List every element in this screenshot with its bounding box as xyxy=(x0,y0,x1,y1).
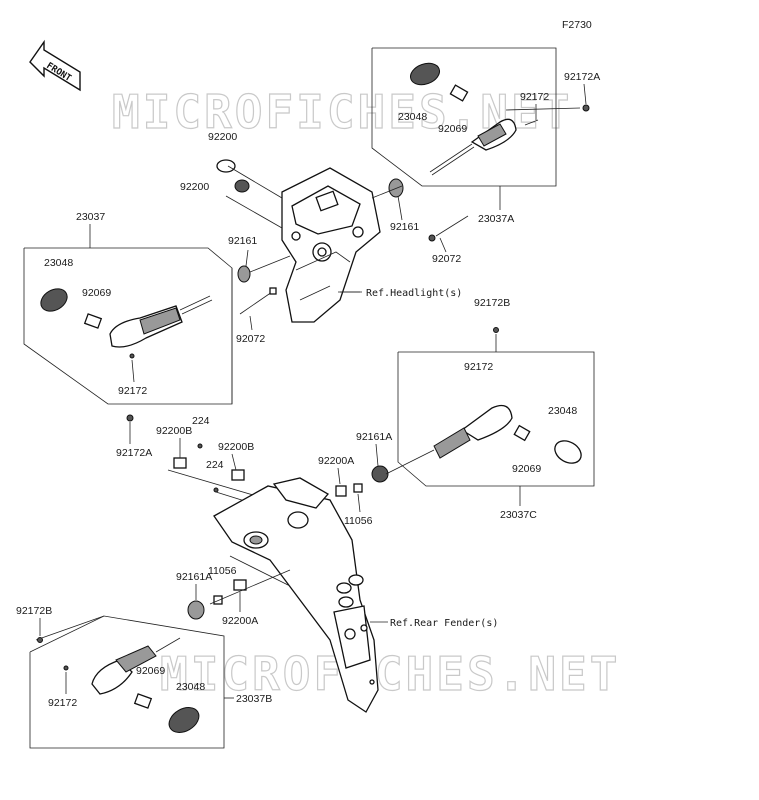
housing-lr xyxy=(91,659,133,695)
label-92172A-bot: 92172A xyxy=(116,447,152,459)
label-23048-lr: 23048 xyxy=(176,681,205,693)
washer-92200-a xyxy=(216,159,236,173)
label-11056-l: 11056 xyxy=(208,565,237,577)
lens-23048-lr xyxy=(168,707,200,733)
label-23048-lf: 23048 xyxy=(44,257,73,269)
nut-11056-r xyxy=(353,483,363,493)
ref-rear-fender: Ref.Rear Fender(s) xyxy=(390,618,498,629)
label-23037B: 23037B xyxy=(236,693,272,705)
label-23037: 23037 xyxy=(76,211,105,223)
housing-rr xyxy=(460,404,513,441)
grommet-92161-l xyxy=(237,265,251,283)
bulb-92069-rf xyxy=(449,84,469,102)
bulb-92069-rr xyxy=(513,424,531,442)
label-11056-r: 11056 xyxy=(344,515,373,527)
label-92200-b: 92200 xyxy=(180,181,209,193)
screw-92172B-r xyxy=(493,327,499,333)
group-23037C xyxy=(371,327,595,487)
ref-headlight: Ref.Headlight(s) xyxy=(366,288,462,299)
figure-code: F2730 xyxy=(562,19,592,31)
label-23048-rf: 23048 xyxy=(398,111,427,123)
label-92172B-l: 92172B xyxy=(16,605,52,617)
clip-92200B-b xyxy=(231,469,245,481)
label-92172-rf: 92172 xyxy=(520,91,549,103)
group-23037A xyxy=(371,47,590,187)
label-23037C: 23037C xyxy=(500,509,537,521)
label-92200A-l: 92200A xyxy=(222,615,258,627)
nut-224-a xyxy=(197,443,203,449)
label-92069-rf: 92069 xyxy=(438,123,467,135)
harness-92072-r xyxy=(435,215,469,237)
nut-11056-l xyxy=(213,595,223,605)
clip-92200B-a xyxy=(173,457,187,469)
label-92200A-r: 92200A xyxy=(318,455,354,467)
label-23037A: 23037A xyxy=(478,213,514,225)
bulb-92069-lr xyxy=(133,693,153,709)
label-92072-l: 92072 xyxy=(236,333,265,345)
washer-92200-b xyxy=(234,179,250,193)
label-92161-r: 92161 xyxy=(390,221,419,233)
label-92069-rr: 92069 xyxy=(512,463,541,475)
lens-23048-lf xyxy=(40,288,68,312)
grommet-92161A-r xyxy=(371,465,389,483)
clip-92200A-r xyxy=(335,485,347,497)
label-224-b: 224 xyxy=(206,459,224,471)
screw-92172B-l xyxy=(37,637,43,643)
nut-224-b xyxy=(213,487,219,493)
group-23037B xyxy=(29,615,225,749)
bulb-92069-lf xyxy=(83,313,103,329)
label-92069-lr: 92069 xyxy=(136,665,165,677)
watermark-bottom: MICROFICHES.NET xyxy=(160,647,620,701)
headlight-bracket xyxy=(281,167,381,323)
front-arrow-icon: FRONT xyxy=(29,39,81,92)
label-92200-a: 92200 xyxy=(208,131,237,143)
label-92172-lr: 92172 xyxy=(48,697,77,709)
clip-92200A-l xyxy=(233,579,247,591)
label-92200B-b: 92200B xyxy=(218,441,254,453)
lens-23048-rr xyxy=(554,440,582,464)
label-92161A-l: 92161A xyxy=(176,571,212,583)
label-92172-lf: 92172 xyxy=(118,385,147,397)
label-92069-lf: 92069 xyxy=(82,287,111,299)
grommet-92161A-l xyxy=(187,600,205,620)
rear-fender-bracket xyxy=(213,477,379,713)
label-92072-r: 92072 xyxy=(432,253,461,265)
screw-92172A-top xyxy=(582,104,590,112)
label-92172A-top: 92172A xyxy=(564,71,600,83)
label-92161-l: 92161 xyxy=(228,235,257,247)
lens-23048-rf xyxy=(409,62,441,86)
label-92161A-r: 92161A xyxy=(356,431,392,443)
label-92172B-r: 92172B xyxy=(474,297,510,309)
screw-92172A-bot xyxy=(126,414,134,422)
label-92172-rr: 92172 xyxy=(464,361,493,373)
label-224-a: 224 xyxy=(192,415,210,427)
harness-92072-l xyxy=(239,291,273,315)
label-23048-rr: 23048 xyxy=(548,405,577,417)
label-92200B-a: 92200B xyxy=(156,425,192,437)
